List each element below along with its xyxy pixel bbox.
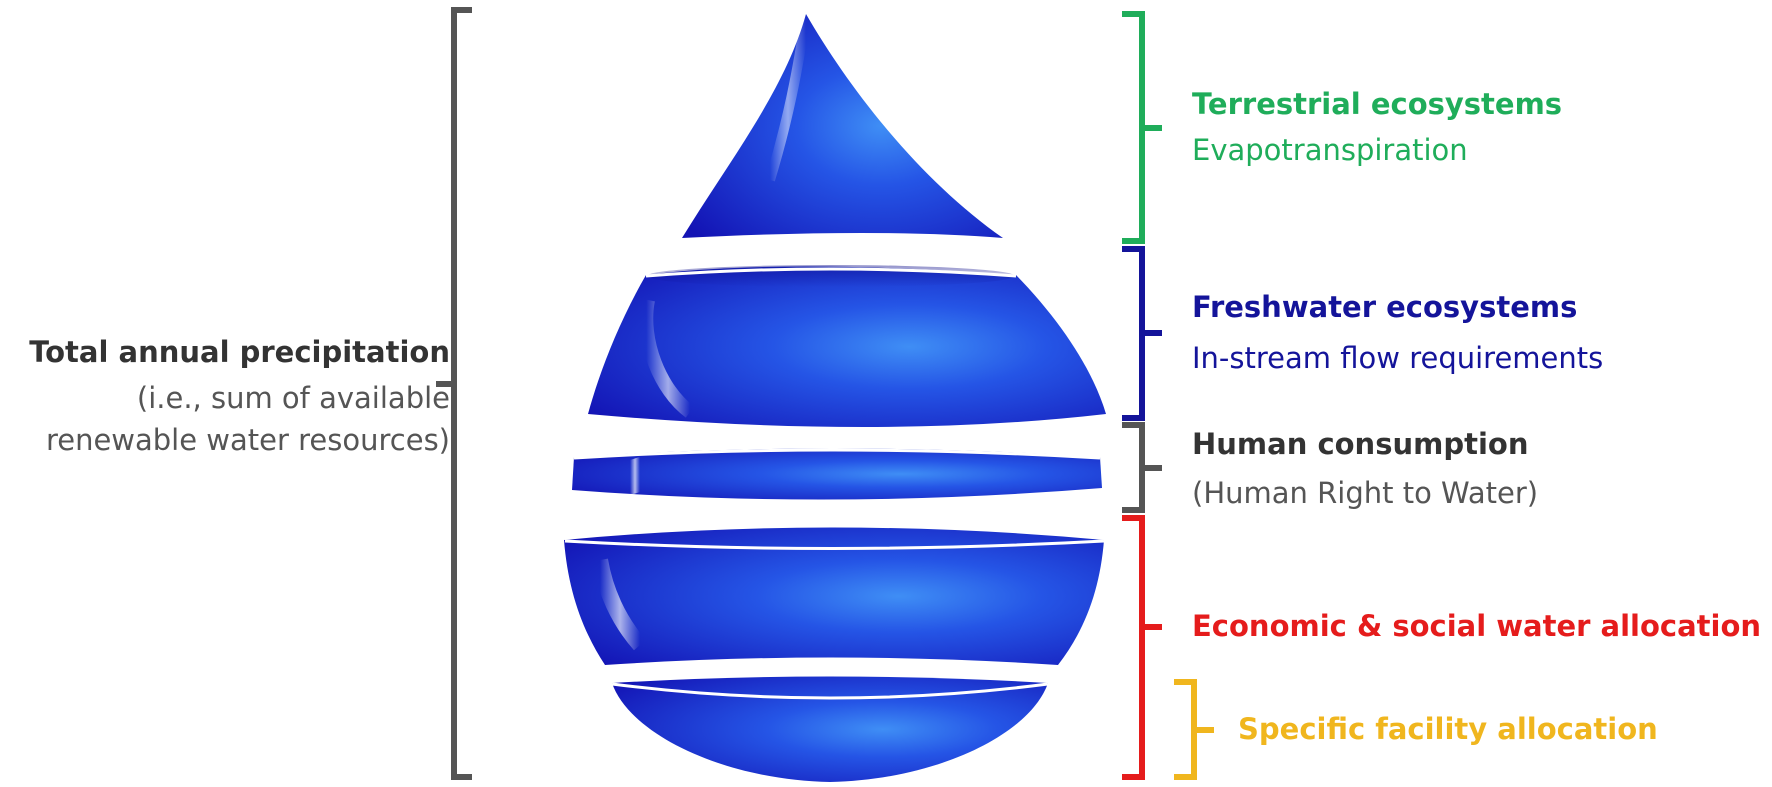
drop-segment-freshwater <box>588 265 1106 427</box>
drop-segment-terrestrial <box>682 13 1003 238</box>
terrestrial-subtitle: Evapotranspiration <box>1192 133 1468 167</box>
bracket-freshwater <box>1122 246 1162 421</box>
human-title: Human consumption <box>1192 427 1529 461</box>
left-label-title: Total annual precipitation <box>29 335 450 369</box>
terrestrial-title: Terrestrial ecosystems <box>1192 87 1563 121</box>
freshwater-subtitle: In-stream flow requirements <box>1192 341 1604 375</box>
economic-title: Economic & social water allocation <box>1192 609 1762 643</box>
drop-segment-human <box>572 448 1102 500</box>
drop-segment-economic <box>564 527 1105 665</box>
human-subtitle: (Human Right to Water) <box>1192 476 1539 510</box>
left-label-line3: renewable water resources) <box>45 423 450 457</box>
bracket-human <box>1122 422 1162 513</box>
left-label-line2: (i.e., sum of available <box>136 381 450 415</box>
bracket-economic <box>1122 515 1162 780</box>
bracket-terrestrial <box>1122 11 1162 244</box>
drop-segment-facility <box>611 676 1049 782</box>
left-bracket <box>436 7 472 780</box>
freshwater-title: Freshwater ecosystems <box>1192 290 1578 324</box>
bracket-facility <box>1174 679 1214 780</box>
facility-title: Specific facility allocation <box>1238 712 1658 746</box>
